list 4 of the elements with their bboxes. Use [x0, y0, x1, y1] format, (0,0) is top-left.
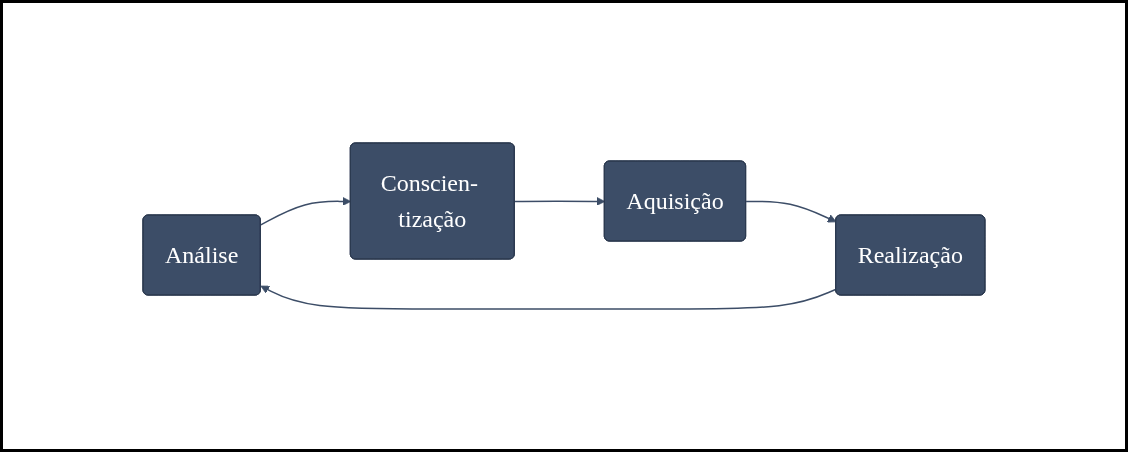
arrow	[745, 200, 837, 223]
arrow	[260, 285, 837, 310]
arrow	[260, 197, 352, 226]
arrow	[514, 197, 606, 206]
